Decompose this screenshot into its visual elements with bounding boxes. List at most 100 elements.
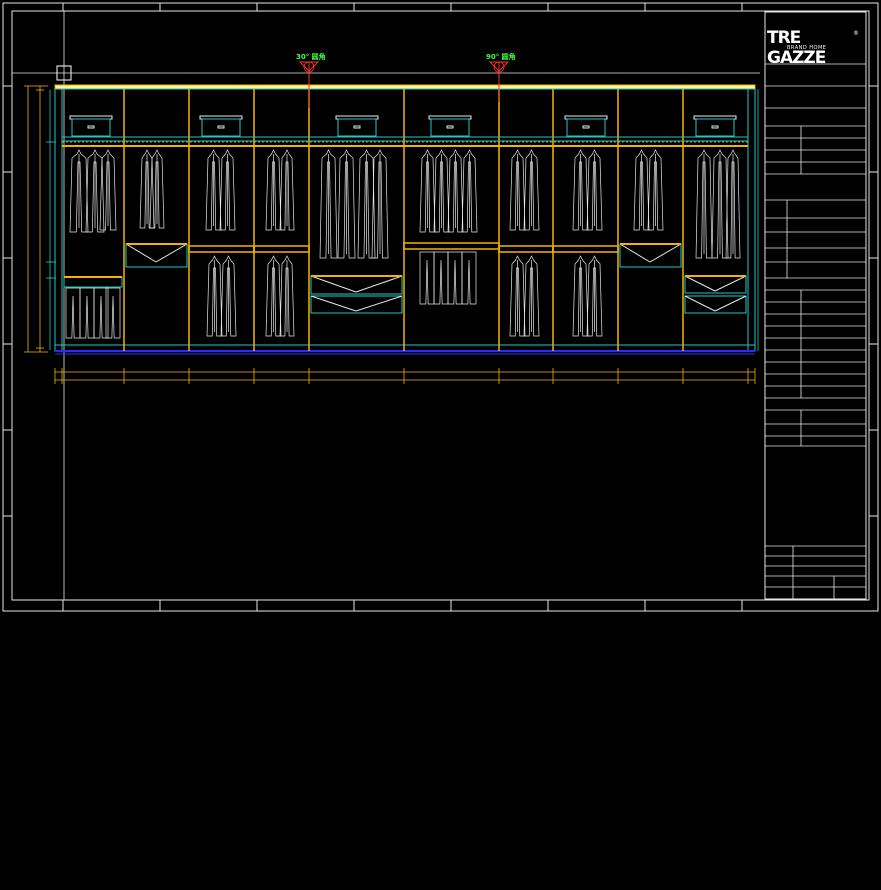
logo-text: TRE GAZZE [767, 28, 826, 68]
area-no-label: 区域编号 [0, 750, 65, 769]
garment-outline [371, 149, 389, 259]
garment-outline [586, 255, 603, 337]
top-light-strip [54, 84, 756, 90]
drawer [684, 275, 747, 294]
storage-box [428, 115, 472, 137]
outer-frame [2, 2, 879, 612]
garment-outline [586, 149, 603, 231]
garment-outline [220, 255, 237, 337]
garment-outline [69, 149, 89, 233]
title-block-grid [765, 63, 866, 599]
garment-outline [219, 149, 236, 231]
drawing-area-label: 图纸区域名称: [0, 702, 102, 721]
garment-outline [523, 149, 540, 231]
total-sheets-label: 纸 张 数 [0, 846, 59, 865]
drawer [310, 275, 403, 295]
garment-outline [461, 149, 478, 233]
garment-outline [205, 149, 222, 231]
garment-outline [695, 149, 713, 259]
project-name-label: 订单项目名称: [0, 28, 102, 47]
cabinet-body [54, 88, 756, 352]
drawer [310, 295, 403, 314]
pants-outline [461, 251, 477, 305]
garment-outline [265, 255, 282, 337]
brand-logo: TRE GAZZE BRAND HOME ® [767, 28, 859, 68]
garment-outline [357, 149, 376, 259]
version-label: 版 次 [0, 359, 38, 378]
title-block-frame [764, 11, 867, 600]
garment-outline [149, 149, 165, 229]
pants-outline [433, 251, 449, 305]
pants-outline [105, 287, 121, 339]
cabinet-material-label: 柜体材质: [0, 455, 70, 474]
garment-outline [509, 149, 526, 231]
garment-outline [206, 255, 223, 337]
pants-outline [65, 287, 81, 339]
garment-outline [337, 149, 356, 259]
garment-outline [99, 149, 117, 231]
left-inner-dims [46, 90, 56, 350]
order-date-label: 下单日期 [0, 678, 65, 697]
pants-rack [63, 276, 123, 288]
storage-box [564, 115, 608, 137]
production-qty-label: 生产数量: [0, 431, 70, 450]
garment-outline [85, 149, 105, 233]
frame-ticks [3, 3, 878, 611]
storage-box [69, 115, 113, 137]
garment-outline [572, 255, 589, 337]
garment-outline [647, 149, 664, 231]
garment-outline [319, 149, 338, 259]
garment-outline [447, 149, 464, 233]
door-model-label: 柜门型号: [0, 503, 70, 522]
garment-outline [509, 255, 526, 337]
hanging-clothes [65, 149, 741, 339]
garment-outline [725, 149, 741, 259]
material-note: 家具材质需填写产品信息: [0, 383, 182, 402]
top-shelf [61, 136, 749, 147]
garment-outline [419, 149, 436, 233]
storage-box [335, 115, 379, 137]
inner-frame [11, 10, 870, 601]
pants-outline [447, 251, 463, 305]
garment-outline [279, 149, 295, 231]
gate-material-label: 门门材质: [0, 575, 70, 594]
storage-boxes [69, 115, 737, 137]
garment-outline [711, 149, 729, 259]
angle-label-30: 30° 圆角 [296, 53, 326, 61]
garment-outline [279, 255, 295, 337]
garment-outline [572, 149, 589, 231]
bottom-note-label: 执行表格 对此方面: [0, 620, 44, 626]
left-dimensions [24, 85, 48, 353]
drawer [125, 243, 188, 268]
mid-rods [188, 242, 619, 253]
drawers [63, 243, 747, 314]
cabinet [54, 84, 756, 355]
pants-outline [79, 287, 95, 339]
drawer [684, 295, 747, 314]
phone-label-4: 电话 [0, 654, 33, 673]
drawer [619, 243, 682, 268]
reviewer-label: 审核人 [0, 630, 49, 649]
gate-model-label: 门门型号: [0, 599, 70, 618]
storage-box [693, 115, 737, 137]
angle-marker-1 [298, 61, 320, 108]
pants-outline [419, 251, 435, 305]
garment-outline [139, 149, 155, 229]
garment-outline [433, 149, 450, 233]
garment-outline [633, 149, 650, 231]
pants-outline [93, 287, 109, 339]
order-no-label: 订单编号: [0, 4, 70, 23]
total-sheets-value: (共 32 张) [0, 870, 76, 889]
cad-drawing-canvas [2, 2, 879, 612]
bottom-dimensions [54, 368, 756, 384]
phone-label-3: 电话 [0, 268, 33, 287]
project-name-value: 展厅 [0, 52, 33, 71]
sheet-label: 多个图号 [0, 798, 65, 817]
area-label: 区域 [0, 726, 33, 745]
angle-marker-2 [488, 61, 510, 102]
logo-registered-mark: ® [853, 30, 859, 37]
branch-value: 总部订单中心 [0, 100, 97, 119]
logo-sub: BRAND HOME [787, 45, 827, 51]
cursor-pickbox[interactable] [56, 65, 72, 81]
garment-outline [523, 255, 540, 337]
